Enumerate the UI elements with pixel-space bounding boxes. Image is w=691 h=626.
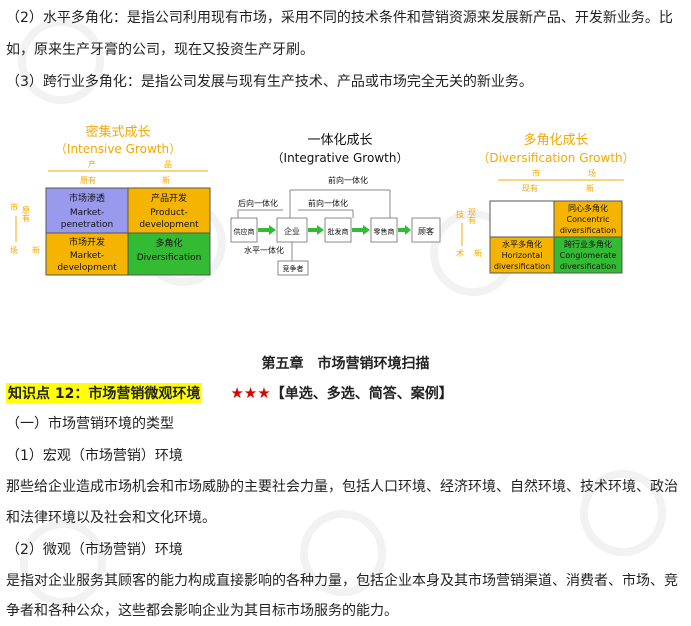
cell-label-cn: 市场渗透: [69, 192, 105, 204]
cell-label-en: Horizontal: [502, 251, 543, 260]
cell-label-en: Product-: [150, 208, 187, 218]
cell-label-en: diversification: [494, 262, 550, 271]
paragraph-line: 是指对企业服务其顾客的能力构成直接影响的各种力量，包括企业本身及其市场营销渠道、…: [6, 573, 678, 589]
axis-label: 产: [88, 159, 96, 169]
section-heading: （一）市场营销环境的类型: [6, 416, 174, 432]
knowledge-point-label: 知识点 12：市场营销微观环境: [6, 383, 203, 403]
diversification-growth-diagram: 多角化成长 （Diversification Growth） 市 场 现有 新 …: [456, 132, 635, 274]
flow-label: 前向一体化: [328, 175, 368, 185]
diagram-title-cn: 密集式成长: [85, 124, 150, 140]
watermark-logo: [20, 520, 106, 606]
flow-node: 供应商: [234, 227, 255, 236]
flow-label: 水平一体化: [244, 245, 284, 255]
column-label: 新: [586, 183, 594, 193]
paragraph-line: 争者和各种公众，这些都会影响企业为其目标市场服务的能力。: [6, 603, 398, 619]
watermark-logo: [18, 18, 104, 104]
paragraph-line: 如，原来生产牙膏的公司，现在又投资生产牙刷。: [6, 42, 314, 58]
axis-label: 技: [456, 209, 464, 219]
paragraph-line: （3）跨行业多角化：是指公司发展与现有生产技术、产品或市场完全无关的新业务。: [6, 74, 533, 90]
axis-label: 品: [164, 160, 172, 169]
flow-node: 零售商: [374, 227, 395, 236]
row-label: 新: [32, 245, 40, 255]
cell-label-cn: 多角化: [155, 237, 182, 249]
intensive-growth-diagram: 密集式成长 （Intensive Growth） 产 品 原有 新 市 场 原有…: [10, 124, 211, 276]
knowledge-point-heading: 知识点 12：市场营销微观环境 ★★★ 【单选、多选、简答、案例】: [6, 382, 453, 404]
cell-label-cn: 产品开发: [151, 192, 187, 204]
cell-label-en: development: [139, 220, 199, 230]
watermark-logo: [580, 470, 666, 556]
axis-label: 场: [588, 169, 596, 178]
row-label: 新: [474, 248, 482, 258]
cell-label-en: Market-: [70, 251, 104, 261]
axis-label: 市: [532, 168, 540, 178]
cell-label-en: diversification: [560, 226, 616, 235]
axis-label: 市: [10, 202, 18, 212]
diagram-title-en: （Integrative Growth）: [272, 151, 409, 165]
chapter-title: 第五章 市场营销环境扫描: [261, 356, 430, 372]
column-label: 原有: [80, 175, 96, 185]
integrative-growth-diagram: 一体化成长 （Integrative Growth） 前向一体化 后向一体化 前…: [230, 133, 441, 276]
diagram-title-en: （Diversification Growth）: [477, 151, 634, 165]
cell-label-en: Conglomerate: [560, 251, 617, 260]
flow-node: 批发商: [328, 227, 349, 236]
cell-label-en: Market-: [70, 208, 104, 218]
column-label: 新: [162, 175, 170, 185]
row-label: 原有: [22, 206, 31, 223]
flow-node: 企业: [284, 226, 300, 236]
flow-label: 前向一体化: [308, 198, 348, 208]
column-label: 现有: [522, 183, 538, 193]
cell-label-cn: 市场开发: [69, 236, 105, 248]
cell-label-en: Concentric: [567, 215, 610, 224]
paragraph-line: 和法律环境以及社会和文化环境。: [6, 510, 216, 526]
axis-label: 场: [10, 246, 18, 255]
axis-label: 术: [456, 248, 464, 258]
watermark-logo: [300, 510, 386, 596]
cell-label-en: Diversification: [137, 253, 202, 263]
question-type-tags: 【单选、多选、简答、案例】: [270, 386, 453, 402]
cell-label-en: penetration: [61, 220, 113, 230]
flow-node: 顾客: [418, 226, 434, 236]
diagram-title-cn: 一体化成长: [307, 133, 372, 148]
subsection-heading: （1）宏观（市场营销）环境: [6, 448, 183, 464]
paragraph-line: 那些给企业造成市场机会和市场威胁的主要社会力量，包括人口环境、经济环境、自然环境…: [6, 479, 678, 495]
difficulty-stars: ★★★: [230, 384, 271, 402]
paragraph-line: （2）水平多角化：是指公司利用现有市场，采用不同的技术条件和营销资源来发展新产品…: [6, 10, 673, 26]
diagram-title-cn: 多角化成长: [523, 132, 588, 148]
row-label: 现有: [468, 208, 477, 225]
flow-node: 竞争者: [283, 264, 304, 273]
cell-label-cn: 跨行业多角化: [564, 239, 612, 249]
diagram-title-en: （Intensive Growth）: [55, 142, 181, 156]
cell-label-en: development: [57, 263, 117, 273]
subsection-heading: （2）微观（市场营销）环境: [6, 542, 183, 558]
cell-label-cn: 同心多角化: [568, 203, 608, 213]
cell-label-en: diversification: [560, 262, 616, 271]
cell-label-cn: 水平多角化: [502, 239, 542, 249]
flow-label: 后向一体化: [238, 198, 278, 208]
